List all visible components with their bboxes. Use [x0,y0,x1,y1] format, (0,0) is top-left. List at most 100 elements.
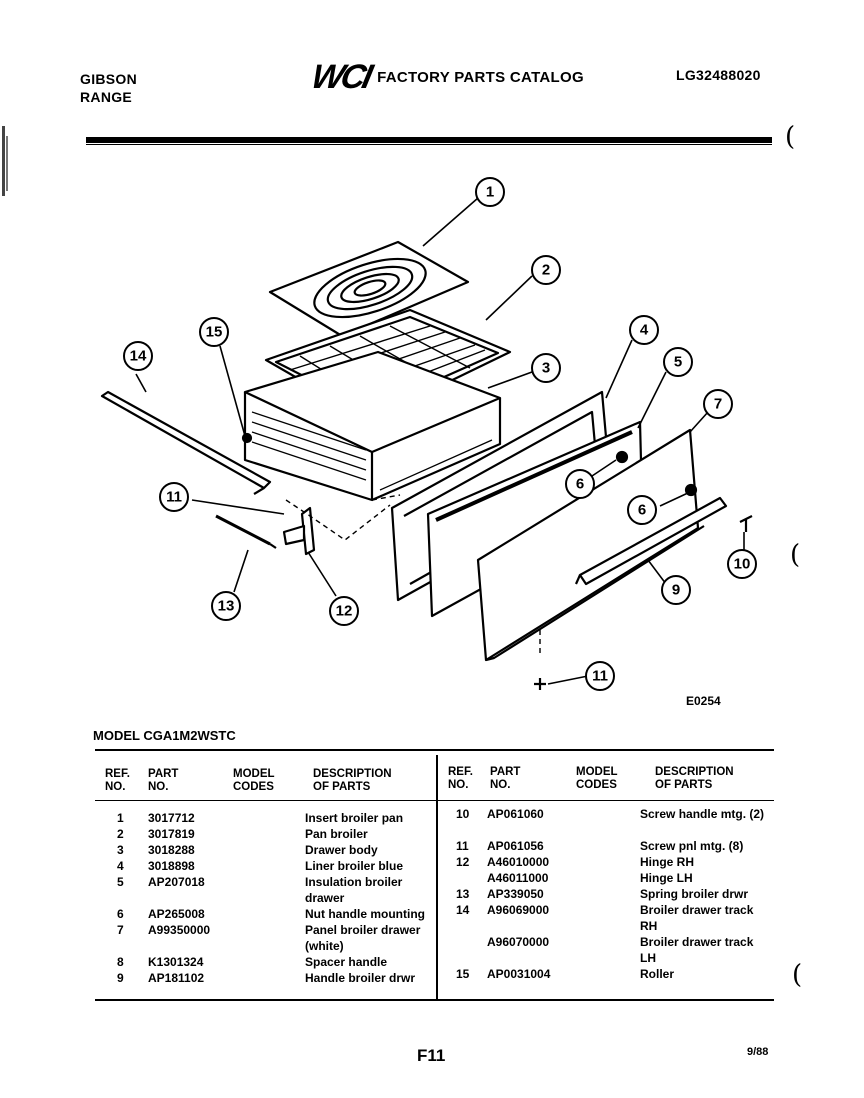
row-ref: 1 [117,811,124,825]
binder-hole-mark: ( [785,122,796,152]
page-number: F11 [417,1046,446,1065]
callout-4: 4 [640,322,649,339]
brand-block: GIBSON RANGE [80,70,137,106]
row-part: AP207018 [148,875,205,889]
drawing-id: E0254 [686,694,721,708]
row-desc: Broiler drawer track LH [640,935,754,965]
callout-13: 13 [218,598,235,615]
wci-logo: WCI [308,58,374,96]
row-desc: Drawer body [305,843,378,857]
row-ref: 9 [117,971,124,985]
part-drawer-body [241,350,502,502]
row-part: A96070000 [487,935,550,949]
row-desc: Broiler drawer track RH [640,903,754,933]
row-ref: 11 [456,839,469,853]
row-part: A99350000 [148,923,211,937]
row-part: A46010000 [487,855,550,869]
row-desc: Roller [640,967,675,981]
part-spring [215,514,277,549]
row-desc: Screw handle mtg. (2) [640,807,765,821]
table-header-rule [95,800,774,801]
row-part: 3018898 [148,859,195,873]
row-desc: Screw pnl mtg. (8) [640,839,744,853]
part-handle [574,496,728,586]
callout-3: 3 [542,360,550,377]
row-ref: 4 [117,859,124,873]
row-desc: Hinge RH [640,855,694,869]
callout-10: 10 [734,556,751,573]
row-ref: 2 [117,827,124,841]
row-ref: 15 [456,967,470,981]
header-ref: REF.NO. [448,766,473,791]
row-desc: Spring broiler drwr [640,887,749,901]
row-part: A46011000 [487,871,549,885]
row-part: AP0031004 [487,967,551,981]
model-title: MODEL CGA1M2WSTC [93,728,236,743]
binder-hole-mark: ( [792,960,803,990]
callout-9: 9 [672,582,680,599]
row-part: AP061060 [487,807,544,821]
callout-7: 7 [714,396,722,413]
row-desc: Nut handle mounting [305,907,425,921]
document-code: LG32488020 [676,67,761,83]
row-part: AP265008 [148,907,205,921]
callout-5: 5 [674,354,682,371]
part-insert-broiler-pan [268,240,470,338]
row-part: AP061056 [487,839,544,853]
row-desc: Panel broiler drawer (white) [305,923,421,953]
row-ref: 5 [117,875,124,889]
row-desc: Insulation broiler drawer [305,875,403,905]
callout-15: 15 [206,324,223,341]
table-column-divider [436,755,438,1001]
row-desc: Spacer handle [305,955,388,969]
row-ref: 3 [117,843,124,857]
callout-2: 2 [542,262,550,279]
callout-1: 1 [486,184,494,201]
row-part: 3017819 [148,827,195,841]
callout-6b: 6 [638,502,646,519]
table-top-rule [95,749,774,751]
row-desc: Pan broiler [305,827,368,841]
row-part: K1301324 [148,955,204,969]
callout-6a: 6 [576,476,584,493]
exploded-parts-diagram: 1 2 3 4 5 6 6 7 9 10 11 11 12 13 14 15 [100,177,757,691]
row-desc: Insert broiler pan [305,811,404,825]
callout-11a: 11 [166,489,182,506]
header-rule-thin [86,144,772,145]
row-part: AP339050 [487,887,544,901]
row-part: 3018288 [148,843,195,857]
part-hinge [282,506,316,556]
row-ref: 10 [456,807,470,821]
catalog-title: FACTORY PARTS CATALOG [377,69,584,86]
row-ref: 12 [456,855,470,869]
row-part: A96069000 [487,903,550,917]
catalog-date: 9/88 [747,1046,769,1058]
table-bottom-rule [95,999,774,1001]
row-ref: 13 [456,887,470,901]
callout-12: 12 [336,603,353,620]
row-ref: 8 [117,955,124,969]
scan-margin-mark [0,96,12,206]
callout-11b: 11 [592,668,608,685]
binder-hole-mark: ( [790,540,801,570]
brand-line-2: RANGE [80,89,133,105]
part-panel-broiler-drawer [476,428,705,662]
row-desc: Hinge LH [640,871,693,885]
row-ref: 7 [117,923,124,937]
row-desc: Handle broiler drwr [305,971,416,985]
brand-line-1: GIBSON [80,71,138,87]
header-ref: REF.NO. [105,768,130,793]
part-broiler-drawer-track [100,390,272,495]
row-part: 3017712 [148,811,195,825]
row-ref: 6 [117,907,124,921]
catalog-header: WCI FACTORY PARTS CATALOG [308,58,584,97]
row-ref: 14 [456,903,470,917]
row-part: AP181102 [148,971,205,985]
callout-14: 14 [130,348,147,365]
